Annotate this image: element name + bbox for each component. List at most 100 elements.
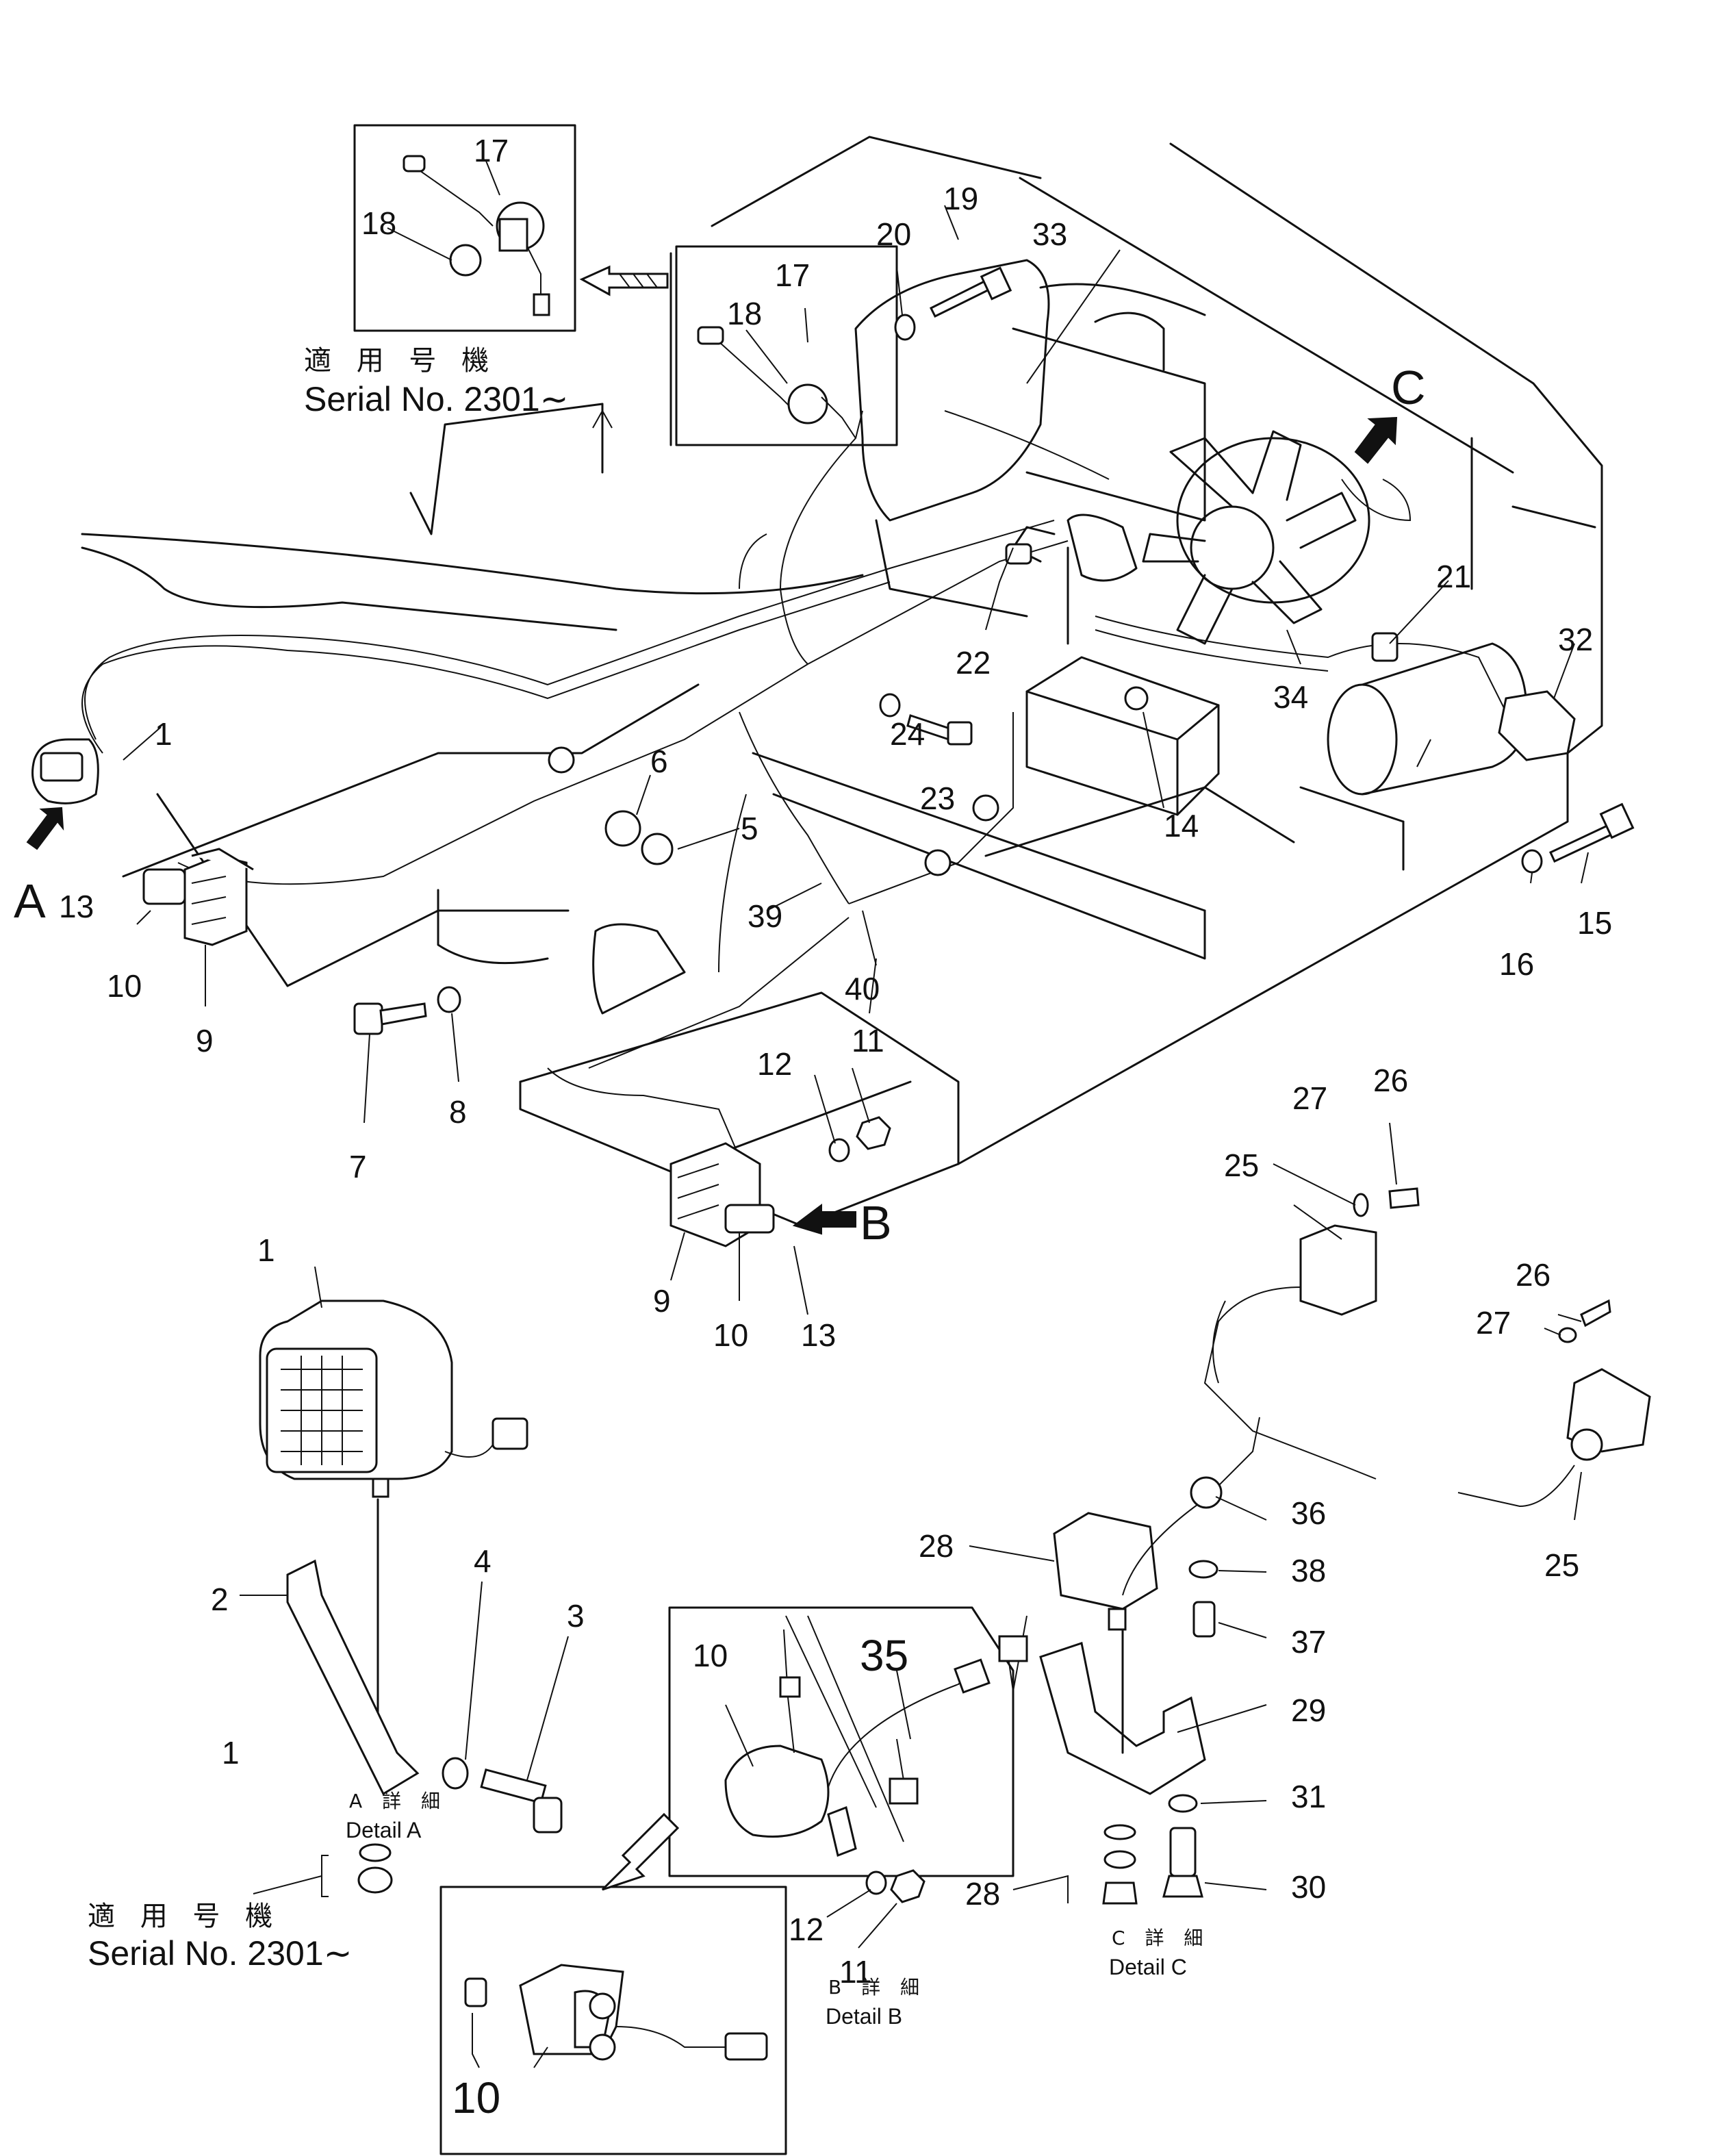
bolt-7: [353, 1002, 427, 1035]
callout-2: 2: [211, 1582, 229, 1617]
detail-a-lamp: [259, 1299, 528, 1754]
callout-19: 19: [943, 181, 978, 216]
inset-sender: [675, 245, 898, 446]
washer-16: [1521, 849, 1543, 874]
washer-8: [437, 986, 461, 1013]
callout-24: 24: [890, 716, 925, 752]
washer-12: [828, 1138, 850, 1163]
callout-35: 35: [860, 1631, 908, 1680]
detail-a-bracket: [286, 1559, 420, 1796]
callout-26: 26: [1373, 1063, 1408, 1098]
leader-lines: [123, 160, 1589, 1949]
callout-18: 18: [361, 205, 396, 241]
detail-b-arrow: [601, 1812, 680, 1891]
bolt-19: [929, 266, 1012, 318]
serial-number-bottom: Serial No. 2301∼: [88, 1934, 353, 1973]
callout-39: 39: [748, 898, 782, 934]
detail-c-caption-en: Detail C: [1109, 1955, 1187, 1979]
callout-30: 30: [1291, 1869, 1326, 1905]
callout-6: 6: [650, 744, 668, 779]
callout-20: 20: [876, 216, 911, 252]
detail-b-caption-en: Detail B: [826, 2004, 902, 2029]
detail-c-switch-upper: [1203, 1187, 1420, 1480]
bolt-23: [906, 714, 973, 746]
detail-a-caption-en: Detail A: [346, 1818, 422, 1842]
detail-b-caption-jp: B 詳 細: [828, 1976, 926, 1999]
callout-13: 13: [59, 889, 94, 924]
view-label-a: A: [14, 874, 46, 928]
rear-lamp: [1498, 690, 1576, 761]
callout-23: 23: [920, 781, 955, 816]
callout-21: 21: [1436, 559, 1471, 594]
callout-34: 34: [1273, 679, 1308, 715]
detail-c-caption-jp: C 詳 細: [1112, 1927, 1210, 1949]
fuel-tank: [1327, 642, 1528, 796]
callout-37: 37: [1291, 1624, 1326, 1660]
wiring-harness: [81, 410, 1507, 1158]
callout-36: 36: [1291, 1495, 1326, 1531]
callout-5: 5: [741, 811, 758, 846]
callout-22: 22: [956, 645, 991, 681]
callout-1-b: 1: [257, 1232, 275, 1268]
callout-12: 12: [757, 1046, 792, 1082]
applicable-jp-bottom: 適 用 号 機: [88, 1901, 281, 1932]
battery-box: [1025, 656, 1220, 816]
callout-25: 25: [1224, 1147, 1259, 1183]
detail-c-hardware: [1102, 1560, 1218, 1905]
callout-3: 3: [567, 1598, 585, 1634]
callout-16: 16: [1499, 946, 1534, 982]
callout-27: 27: [1292, 1080, 1327, 1116]
callout-numbers: 17 18 19 20 33 17 18 21 22 32 34 1 24 23…: [59, 133, 1612, 2122]
relay-21: [1371, 632, 1399, 662]
callout-17-b: 17: [775, 257, 810, 293]
callout-9: 9: [196, 1023, 214, 1058]
callout-28-b: 28: [965, 1876, 1000, 1912]
callout-33: 33: [1032, 216, 1067, 252]
detail-b-hardware: [865, 1869, 926, 1903]
callout-27-b: 27: [1476, 1305, 1511, 1341]
view-arrow-c: [1354, 416, 1398, 464]
callout-9-b: 9: [653, 1283, 671, 1319]
view-arrow-a: [26, 807, 64, 850]
serial-label-top: 適 用 号 機 Serial No. 2301∼: [304, 345, 613, 466]
callout-38: 38: [1291, 1553, 1326, 1588]
callout-8: 8: [449, 1094, 467, 1130]
callout-10-d: 10: [452, 2073, 500, 2122]
nut-11: [856, 1116, 891, 1150]
washer-20: [894, 314, 916, 341]
callout-40: 40: [845, 971, 880, 1006]
callout-14: 14: [1164, 808, 1199, 844]
view-label-b: B: [860, 1196, 892, 1250]
callout-1: 1: [155, 716, 173, 752]
detail-b-serial-box: [439, 1886, 787, 2155]
engine-assembly: [854, 259, 1370, 645]
detail-c-switch-lower: [1457, 1299, 1651, 1508]
horn: [604, 810, 674, 865]
callout-29: 29: [1291, 1692, 1326, 1728]
washer-24: [879, 693, 901, 718]
detail-a-hardware: [253, 1757, 563, 1897]
view-label-c: C: [1391, 361, 1426, 414]
callout-32: 32: [1558, 622, 1593, 657]
callout-10-c: 10: [693, 1638, 728, 1673]
detail-b-box: [668, 1606, 1028, 1877]
detail-c-relay: [1053, 1417, 1260, 1631]
callout-17: 17: [474, 133, 509, 168]
detail-c-bracket: [1039, 1628, 1206, 1795]
inset-sender-serial: [353, 124, 576, 332]
callout-11: 11: [852, 1023, 884, 1058]
callout-4: 4: [474, 1543, 492, 1579]
callout-28: 28: [919, 1528, 954, 1564]
callout-10-b: 10: [713, 1317, 748, 1353]
callout-13-b: 13: [801, 1317, 836, 1353]
serial-number-top: Serial No. 2301∼: [304, 380, 569, 418]
callout-18-b: 18: [727, 296, 762, 331]
callout-1-c: 1: [222, 1735, 240, 1771]
bolt-15: [1549, 802, 1635, 863]
callout-7: 7: [349, 1149, 367, 1184]
callout-26-b: 26: [1516, 1257, 1550, 1293]
callout-10: 10: [107, 968, 142, 1004]
callout-15: 15: [1577, 905, 1612, 941]
